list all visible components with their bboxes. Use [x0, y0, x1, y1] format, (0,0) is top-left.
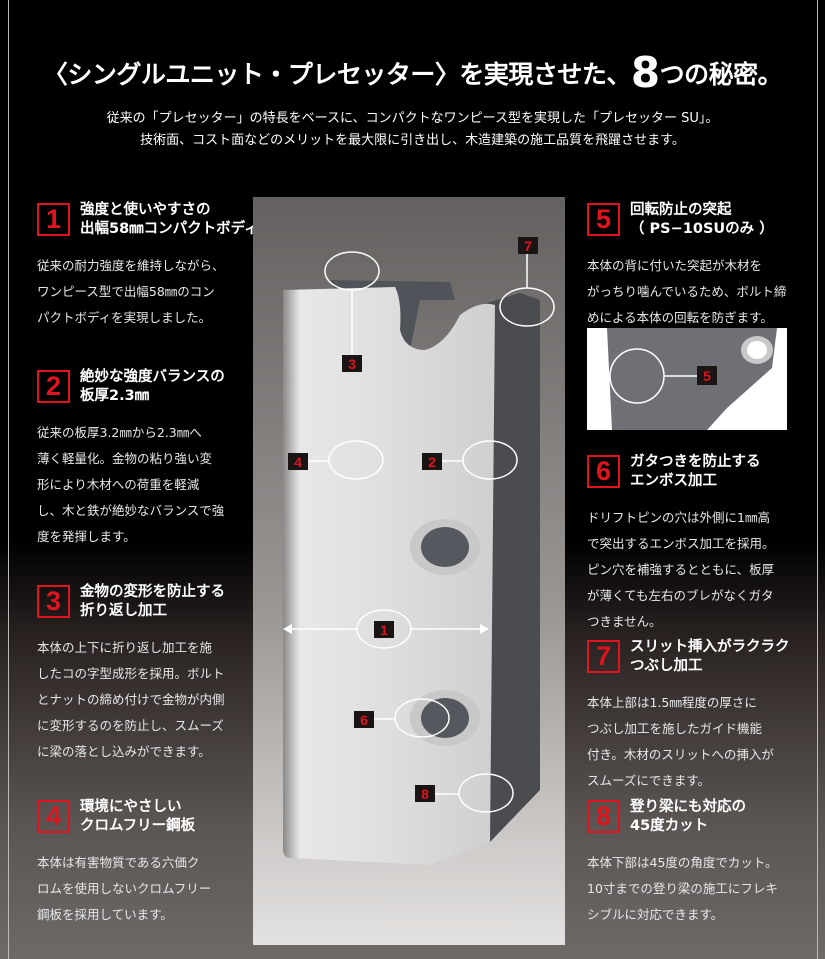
feature-number-badge: 8: [587, 800, 620, 833]
feature-heading-line: 登り梁にも対応の: [630, 799, 746, 815]
feature-heading-line: 絶妙な強度バランスの: [80, 369, 225, 385]
feature-heading-line: スリット挿入がラクラク: [630, 639, 790, 655]
feature-number-badge: 3: [37, 585, 70, 618]
feature-number-badge: 1: [37, 203, 70, 236]
feature-heading: スリット挿入がラクラクつぶし加工: [630, 638, 790, 676]
feature-description-line: パクトボディを実現しました。: [37, 310, 212, 325]
callout-label-1: 1: [380, 622, 388, 638]
feature-heading-line: 回転防止の突起: [630, 202, 732, 218]
feature-description-line: 付き。木材のスリットへの挿入が: [587, 747, 774, 762]
title-text: 〈シングルユニット・プレセッター〉を実現させた、: [42, 60, 632, 89]
feature-heading: 金物の変形を防止する折り返し加工: [80, 583, 225, 621]
callout-label-3: 3: [348, 356, 356, 372]
feature-description-line: スムーズにできます。: [587, 773, 711, 788]
feature-description-line: に梁の落とし込みができます。: [37, 744, 211, 759]
feature-description-line: 本体の上下に折り返し加工を施: [37, 640, 213, 655]
feature-heading-line: 出幅58㎜コンパクトボディ: [80, 221, 259, 237]
feature-description-line: 本体の背に付いた突起が木材を: [587, 258, 763, 273]
feature-description-line: に変形するのを防止し、スムーズ: [37, 718, 224, 733]
feature-heading: 強度と使いやすさの出幅58㎜コンパクトボディ: [80, 201, 259, 239]
feature-description-line: とナットの締め付けで金物が内側: [37, 692, 225, 707]
feature-heading-line: ガタつきを防止する: [630, 454, 761, 470]
feature-description-line: 薄く軽量化。金物の粘り強い変: [37, 451, 213, 466]
feature-description-line: つきません。: [587, 614, 662, 629]
feature-number-badge: 7: [587, 640, 620, 673]
title-text-end: つの秘密。: [659, 60, 783, 89]
feature-description-line: 鋼板を採用しています。: [37, 907, 173, 922]
feature-description-line: したコの字型成形を採用。ボルト: [37, 666, 225, 681]
feature-heading-line: 強度と使いやすさの: [80, 202, 211, 218]
callout-label-2: 2: [428, 454, 436, 470]
intro-line: 技術面、コスト面などのメリットを最大限に引き出し、木造建築の施工品質を飛躍させま…: [140, 133, 685, 148]
bracket-back-plate: [480, 293, 540, 842]
protrusion-detail-photo: 5: [587, 328, 787, 430]
feature-heading-line: 折り返し加工: [80, 603, 167, 619]
feature-description-line: が薄くても左右のブレがなくガタ: [587, 588, 774, 603]
feature-description-line: 本体は有害物質である六価ク: [37, 855, 200, 870]
callout-label-4: 4: [294, 454, 302, 470]
feature-description: 従来の板厚3.2㎜から2.3㎜へ薄く軽量化。金物の粘り強い変形により木材への荷重…: [37, 420, 224, 550]
feature-description-line: 本体上部は1.5㎜程度の厚さに: [587, 695, 757, 710]
feature-description-line: ドリフトピンの穴は外側に1㎜高: [587, 510, 770, 525]
feature-description-line: 本体下部は45度の角度でカット。: [587, 855, 778, 870]
feature-heading-line: （ PS−10SUのみ ）: [630, 221, 774, 237]
feature-description-line: めによる本体の回転を防ぎます。: [587, 310, 773, 325]
callout-label-6: 6: [360, 712, 368, 728]
feature-description-line: 10寸までの登り梁の施工にフレキ: [587, 881, 778, 896]
feature-description-line: 形により木材への荷重を軽減: [37, 477, 200, 492]
feature-heading-line: クロムフリー鋼板: [80, 818, 196, 834]
feature-heading-line: 環境にやさしい: [80, 799, 182, 815]
feature-number-badge: 2: [37, 370, 70, 403]
feature-number-badge: 5: [587, 203, 620, 236]
pin-hole: [421, 698, 469, 738]
feature-heading-line: エンボス加工: [630, 473, 717, 489]
feature-number-badge: 6: [587, 455, 620, 488]
feature-description: ドリフトピンの穴は外側に1㎜高で突出するエンボス加工を採用。ピン穴を補強するとと…: [587, 505, 775, 635]
feature-heading-line: 板厚2.3㎜: [80, 388, 150, 404]
page-title: 〈シングルユニット・プレセッター〉を実現させた、8つの秘密。: [0, 48, 825, 97]
feature-description-line: シブルに対応できます。: [587, 907, 724, 922]
feature-description: 本体は有害物質である六価クロムを使用しないクロムフリー鋼板を採用しています。: [37, 850, 211, 928]
feature-heading-line: 45度カット: [630, 818, 709, 834]
feature-description-line: 従来の耐力強度を維持しながら、: [37, 258, 225, 273]
feature-description: 本体上部は1.5㎜程度の厚さにつぶし加工を施したガイド機能付き。木材のスリットへ…: [587, 690, 774, 794]
intro-line: 従来の「プレセッター」の特長をベースに、コンパクトなワンピース型を実現した「プレ…: [106, 111, 719, 126]
callout-label-5: 5: [703, 368, 711, 384]
feature-description-line: ワンピース型で出幅58㎜のコン: [37, 284, 215, 299]
callout-label-8: 8: [421, 786, 429, 802]
feature-description-line: つぶし加工を施したガイド機能: [587, 721, 763, 736]
feature-description: 本体下部は45度の角度でカット。 10寸までの登り梁の施工にフレキシブルに対応でき…: [587, 850, 778, 928]
feature-description-line: ロムを使用しないクロムフリー: [37, 881, 212, 896]
feature-description: 従来の耐力強度を維持しながら、ワンピース型で出幅58㎜のコンパクトボディを実現し…: [37, 253, 225, 331]
feature-heading: 環境にやさしいクロムフリー鋼板: [80, 798, 195, 836]
callout-label-7: 7: [524, 238, 532, 254]
feature-description-line: ピン穴を補強するとともに、板厚: [587, 562, 775, 577]
feature-heading: 登り梁にも対応の 45度カット: [630, 798, 746, 836]
feature-heading: 回転防止の突起 （ PS−10SUのみ ）: [630, 201, 774, 239]
feature-heading: ガタつきを防止するエンボス加工: [630, 453, 761, 491]
feature-heading: 絶妙な強度バランスの板厚2.3㎜: [80, 368, 225, 406]
title-number: 8: [630, 48, 660, 97]
feature-description-line: し、木と鉄が絶妙なバランスで強: [37, 503, 225, 518]
feature-description: 本体の背に付いた突起が木材をがっちり噛んでいるため、ボルト締めによる本体の回転を…: [587, 253, 786, 331]
intro-text: 従来の「プレセッター」の特長をベースに、コンパクトなワンピース型を実現した「プレ…: [0, 108, 825, 152]
pin-hole: [421, 527, 469, 567]
feature-description-line: 従来の板厚3.2㎜から2.3㎜へ: [37, 425, 202, 440]
feature-heading-line: つぶし加工: [630, 658, 703, 674]
feature-description-line: で突出するエンボス加工を採用。: [587, 536, 775, 551]
bracket-body: [282, 287, 495, 865]
feature-heading-line: 金物の変形を防止する: [80, 584, 225, 600]
feature-number-badge: 4: [37, 800, 70, 833]
feature-description: 本体の上下に折り返し加工を施したコの字型成形を採用。ボルトとナットの締め付けで金…: [37, 635, 225, 765]
feature-description-line: 度を発揮します。: [37, 529, 136, 544]
feature-description-line: がっちり噛んでいるため、ボルト締: [587, 284, 787, 299]
